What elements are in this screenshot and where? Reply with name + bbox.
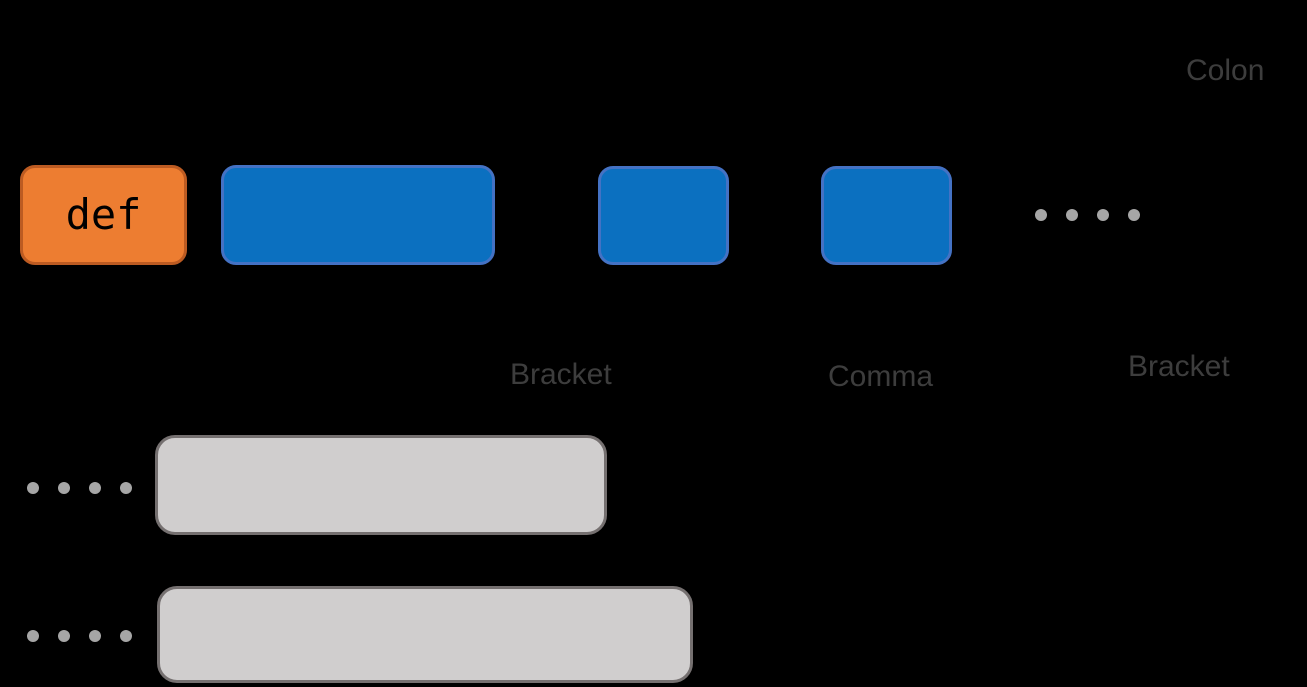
ellipsis-dots-top: [1035, 209, 1140, 221]
def-keyword-text: def: [65, 190, 142, 239]
token-box-1: [221, 165, 495, 265]
dot: [120, 482, 132, 494]
bracket-open-label: Bracket: [510, 358, 612, 391]
dot: [27, 630, 39, 642]
masked-box-2: [157, 586, 693, 683]
colon-label: Colon: [1186, 54, 1265, 87]
dot: [1128, 209, 1140, 221]
dot: [120, 630, 132, 642]
dot: [58, 482, 70, 494]
def-keyword-box: def: [20, 165, 187, 265]
ellipsis-dots-bottom: [27, 630, 132, 642]
token-box-3: [821, 166, 952, 265]
dot: [1035, 209, 1047, 221]
dot: [27, 482, 39, 494]
masked-box-1: [155, 435, 607, 535]
dot: [89, 482, 101, 494]
dot: [58, 630, 70, 642]
token-box-2: [598, 166, 729, 265]
dot: [1097, 209, 1109, 221]
bracket-close-label: Bracket: [1128, 350, 1230, 383]
dot: [1066, 209, 1078, 221]
comma-label: Comma: [828, 360, 934, 393]
ellipsis-dots-middle: [27, 482, 132, 494]
dot: [89, 630, 101, 642]
